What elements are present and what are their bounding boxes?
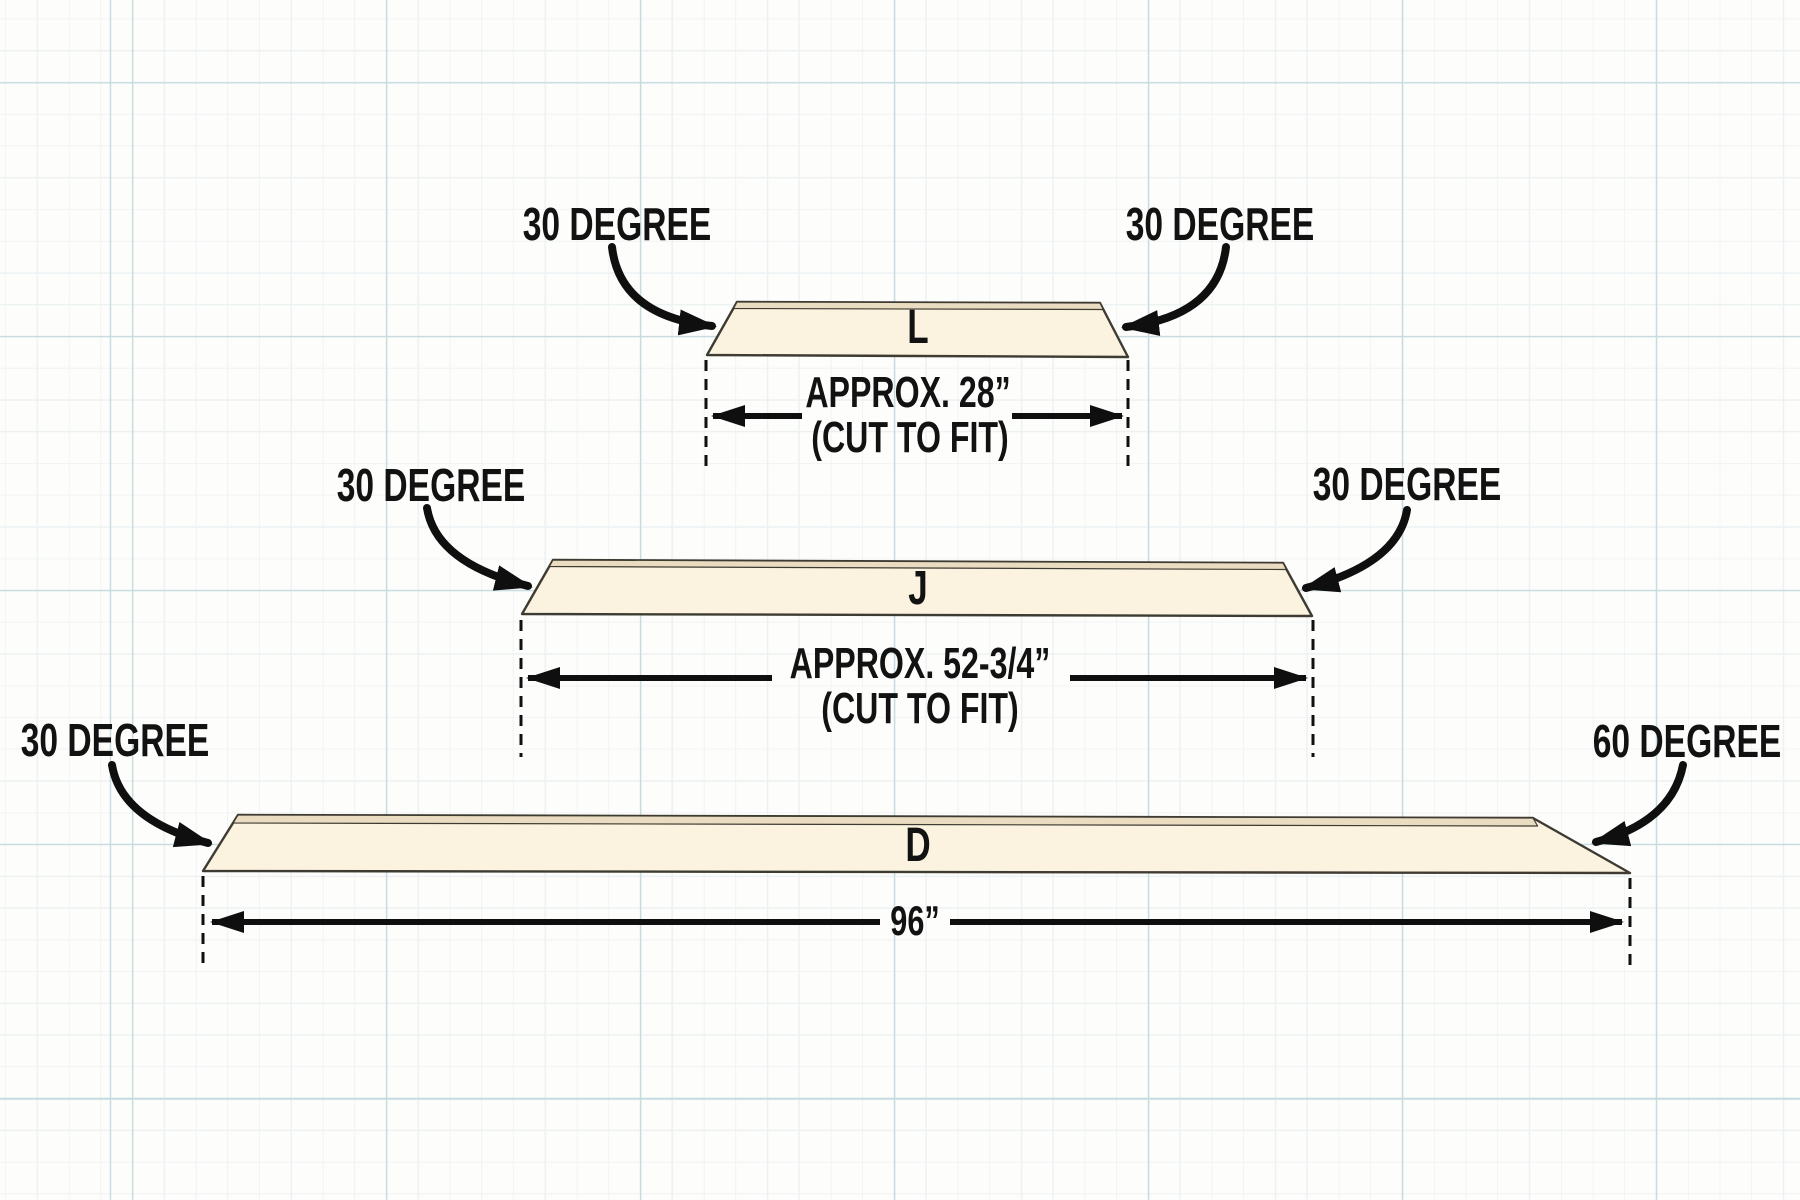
board-label-j: J <box>908 562 928 615</box>
dimension-text-j-line2: (CUT TO FIT) <box>821 684 1019 733</box>
board-j-top-edge <box>548 559 1288 571</box>
angle-label-d-left: 30 DEGREE <box>20 714 210 766</box>
angle-arrow-d-left <box>108 761 213 848</box>
board-label-l: L <box>907 301 929 354</box>
angle-label-j-left: 30 DEGREE <box>336 459 526 511</box>
board-l-top-edge <box>732 301 1104 311</box>
angle-label-l-left: 30 DEGREE <box>522 198 712 250</box>
dimension-text-l-line1: APPROX. 28” <box>805 368 1011 417</box>
angle-arrow-l-left <box>608 243 717 336</box>
angle-label-d-right: 60 DEGREE <box>1592 715 1782 767</box>
angle-arrow-j-left <box>423 504 533 591</box>
dimension-text-j-line1: APPROX. 52-3/4” <box>789 639 1051 688</box>
angle-arrow-d-right <box>1591 761 1687 847</box>
angle-label-j-right: 30 DEGREE <box>1312 458 1502 510</box>
angle-arrow-j-right <box>1301 506 1411 593</box>
board-label-d: D <box>905 819 931 872</box>
angle-arrow-l-right <box>1121 243 1230 336</box>
dimension-text-d-line1: 96” <box>890 897 940 944</box>
angle-label-l-right: 30 DEGREE <box>1125 198 1315 250</box>
board-d-top-edge <box>232 814 1539 827</box>
dimension-text-l-line2: (CUT TO FIT) <box>811 413 1009 462</box>
